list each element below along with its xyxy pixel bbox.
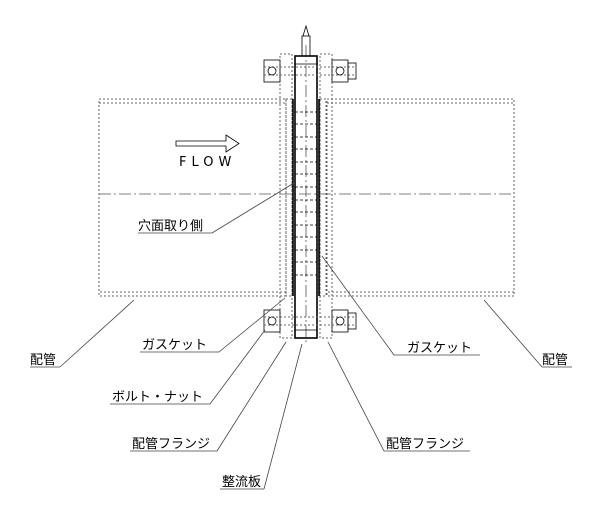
label-pipe-flange-left: 配管フランジ [132,437,210,452]
label-pipe-left: 配管 [30,353,56,368]
left-pipe [98,98,287,297]
flow-arrow-icon [175,134,240,153]
label-gasket-right: ガスケット [407,341,472,356]
right-pipe [326,98,515,297]
bolt-nut-bottom [263,309,357,333]
label-flow-straightener: 整流板 [222,475,261,490]
label-bolt-nut: ボルト・ナット [112,390,203,405]
bolt-nut-top [263,59,357,83]
label-gasket-left: ガスケット [142,338,207,353]
plate-handle [301,24,311,57]
label-pipe-flange-right: 配管フランジ [386,437,464,452]
label-pipe-right: 配管 [542,353,568,368]
label-chamfer-side: 穴面取り側 [138,219,203,234]
leader-lines [30,182,572,490]
pipe-flange-left [279,53,293,339]
flow-label: FLOW [179,155,236,170]
pipe-flange-right [319,53,333,339]
